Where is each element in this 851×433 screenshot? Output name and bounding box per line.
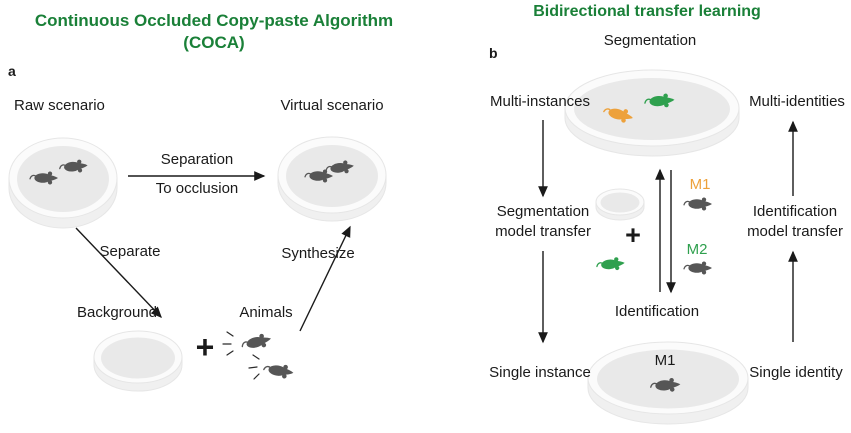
arrow-synthesize (299, 225, 351, 332)
single-identity-label: Single identity (749, 364, 843, 381)
segmentation-dish (564, 69, 740, 157)
small-dish (595, 188, 645, 221)
m1-label: M1 (689, 176, 711, 193)
virtual-dish (277, 136, 387, 222)
mouse-icon-segmented (595, 255, 626, 273)
mouse-icon-under-m1 (683, 196, 713, 212)
m2-label: M2 (686, 241, 708, 258)
plus-sign: + (195, 329, 215, 365)
animals-label: Animals (239, 304, 293, 321)
identification-label: Identification (614, 303, 700, 320)
panel-a-title-line1: Continuous Occluded Copy-paste Algorithm (34, 11, 394, 30)
raw-scenario-label: Raw scenario (14, 97, 105, 114)
identification-dish (587, 341, 749, 425)
panel-b-title: Bidirectional transfer learning (533, 3, 761, 20)
mouse-icon (262, 361, 296, 381)
motion-marks (222, 331, 260, 380)
arrow-separate (75, 227, 162, 319)
background-dish (93, 330, 183, 392)
separation-label: Separation (160, 151, 234, 168)
multi-instances-label: Multi-instances (489, 93, 591, 110)
mouse-icon (239, 331, 274, 354)
raw-dish (8, 137, 118, 229)
panel-a-label: a (8, 63, 16, 79)
plus-sign: + (625, 220, 641, 250)
to-occlusion-label: To occlusion (155, 180, 239, 197)
virtual-scenario-label: Virtual scenario (280, 97, 384, 114)
identification-model-transfer-label: Identification model transfer (747, 203, 843, 240)
arrows (75, 120, 798, 344)
segmentation-model-transfer-label: Segmentation model transfer (495, 203, 591, 240)
segmentation-label: Segmentation (603, 32, 697, 49)
m1-dish-label: M1 (654, 352, 676, 369)
single-instance-label: Single instance (489, 364, 591, 381)
multi-identities-label: Multi-identities (749, 93, 845, 110)
background-label: Background (76, 304, 158, 321)
panel-b-label: b (489, 45, 498, 61)
synthesize-label: Synthesize (281, 245, 355, 262)
panel-a-title-line2: (COCA) (183, 33, 245, 52)
mouse-icon-under-m2 (683, 260, 713, 276)
separate-label: Separate (99, 243, 161, 260)
